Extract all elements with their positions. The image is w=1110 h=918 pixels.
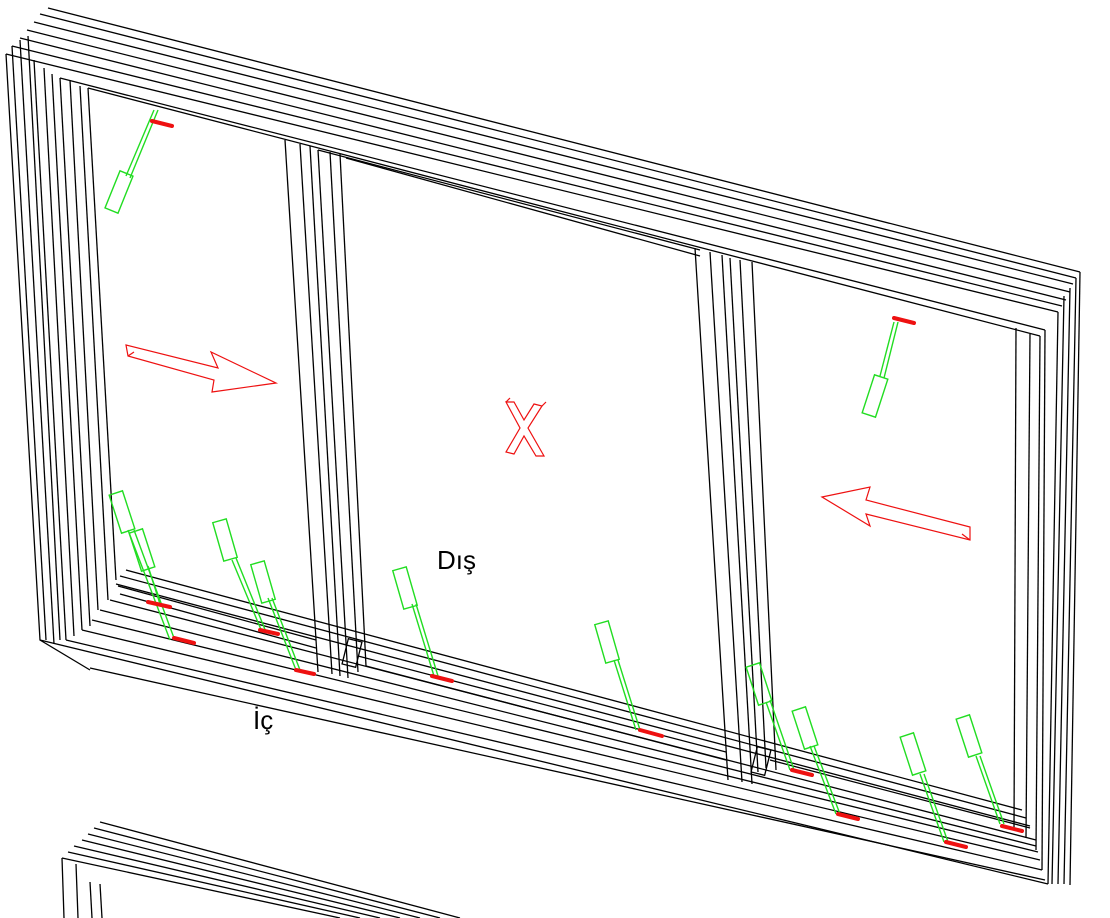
drill-bit-icon [745,661,795,771]
drill-holes [146,119,1024,849]
drill-bit-icon [955,713,1005,825]
drill-hole-mark [892,316,916,325]
drill-hole-mark [258,628,280,636]
drill-bit-icon [861,321,899,419]
arrow-left-icon [820,486,971,541]
drill-bit-icon [128,527,161,605]
drill-hole-mark [1000,824,1024,833]
main-window-frame [5,7,1081,886]
drill-bit-icon [899,731,949,843]
drill-hole-mark [836,812,860,821]
drill-bit-icon [791,705,841,815]
lower-window-frame [61,821,461,918]
drill-hole-mark [172,636,196,645]
outside-label: Dış [437,545,476,575]
drill-bit-icon [108,489,175,641]
drill-bits [104,109,1005,843]
drill-hole-mark [790,768,814,777]
drill-bit-icon [249,559,301,671]
drill-hole-mark [638,728,664,738]
drill-bit-icon [211,517,267,633]
x-mark-icon [504,397,547,457]
drill-bit-icon [391,565,439,677]
drill-hole-mark [146,600,172,609]
drill-bit-icon [104,109,159,215]
arrow-right-icon [125,344,279,393]
drill-hole-mark [150,119,174,128]
drill-bit-icon [593,619,641,731]
drill-hole-mark [430,674,454,683]
inside-label: İç [253,705,274,735]
drill-hole-mark [944,840,968,849]
drill-hole-mark [294,668,316,676]
